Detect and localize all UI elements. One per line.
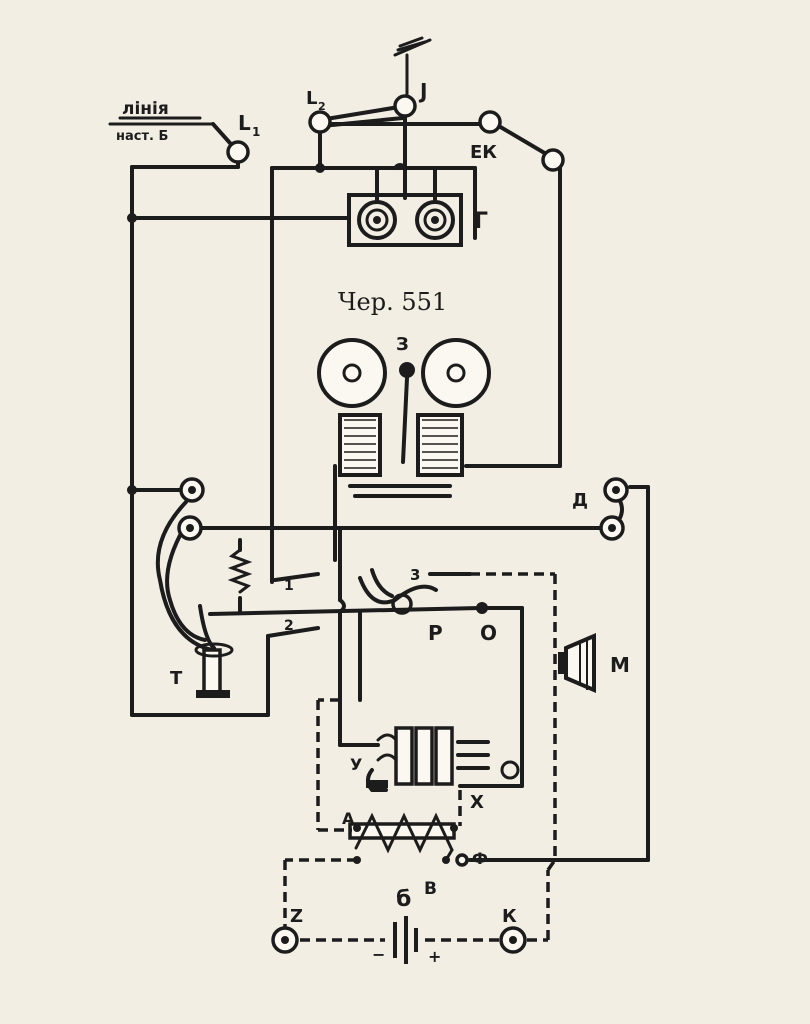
terminal-ek2 [541,148,565,172]
condenser-block [366,726,520,792]
line-sub-label: наст. Б [116,129,168,144]
terminal-ek1 [478,110,502,134]
label-two: 2 [284,618,294,634]
label-u: У [350,755,362,774]
label-l1-sub: 1 [252,125,260,139]
label-o: О [480,621,497,645]
ground-symbol [393,36,432,100]
label-z3: З [396,334,409,355]
label-j: J [418,79,427,103]
terminal-j [393,94,417,118]
label-m: М [610,653,630,677]
terminal-l1 [226,140,250,164]
hook-switch [130,538,488,717]
label-minus: − [372,945,385,964]
label-t: Т [170,668,183,689]
labels: лінія наст. Б L 1 L 2 J ЕК Г Чер. 551 З … [116,79,630,966]
label-ek: ЕК [470,142,497,163]
dashed-circuit [283,698,650,942]
bell-ringer [317,338,491,562]
label-g: Г [474,209,488,234]
label-plus: + [428,947,441,966]
terminals [177,94,629,954]
handset [194,604,234,698]
battery [393,916,418,964]
label-l1: L [238,111,251,135]
figure-caption: Чер. 551 [338,288,447,316]
label-k: К [502,906,517,927]
label-f: Ф [472,849,488,868]
dial-switch [358,568,557,860]
label-z3b: 3 [410,566,420,584]
label-l2-sub: 2 [318,100,326,113]
label-b: В [424,879,437,899]
label-a: А [342,809,355,828]
label-d: Д [572,490,588,511]
terminal-l2 [308,110,332,134]
speaker [558,632,596,694]
label-b6: б [396,887,411,912]
label-p: Р [428,621,443,645]
label-x: Х [470,792,484,813]
line-label: лінія [122,99,169,119]
terminal-f [455,853,469,867]
label-one: 1 [284,578,294,594]
label-l2: L [306,88,317,109]
label-z: Z [290,906,303,927]
center-wiring [338,526,380,747]
